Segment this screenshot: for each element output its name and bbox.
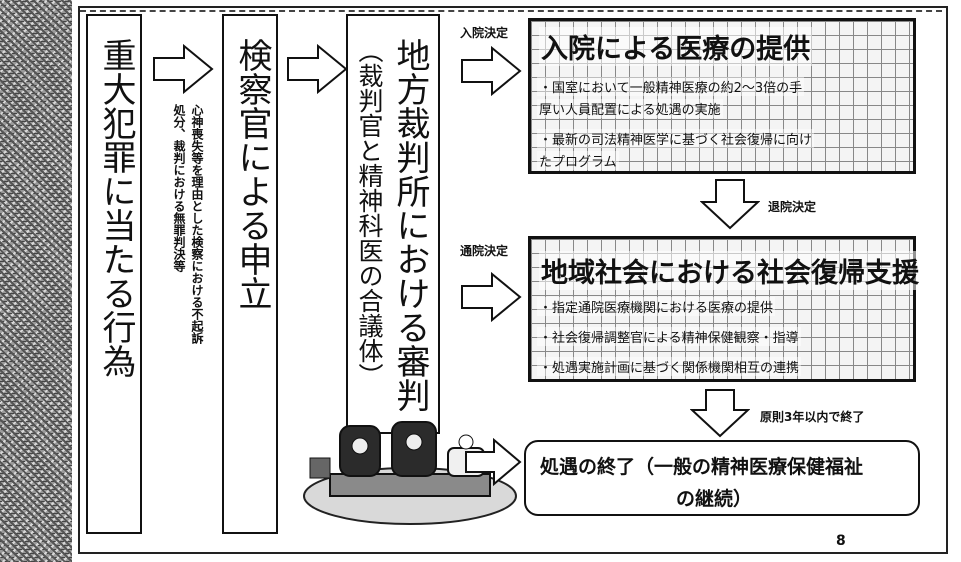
- final-line1: 処遇の終了（一般の精神医療保健福祉: [540, 456, 864, 478]
- inpatient-line4: たプログラム: [537, 151, 619, 170]
- inpatient-line3: ・最新の司法精神医学に基づく社会復帰に向け: [537, 129, 815, 148]
- arrow-right-icon: [153, 44, 214, 94]
- outpatient-line3: ・処遇実施計画に基づく関係機関相互の連携: [537, 357, 802, 376]
- final-line2: の継続）: [676, 488, 753, 510]
- inpatient-title: 入院による医療の提供: [539, 27, 813, 66]
- outpatient-line1: ・指定通院医療機関における医療の提供: [537, 297, 776, 316]
- step-court-title: 地方裁判所における審判: [390, 38, 430, 412]
- note-line2: 処分、裁判における無罪判決等: [172, 104, 186, 272]
- step-court-box: 地方裁判所における審判 （裁判官と精神科医の合議体）: [346, 14, 440, 434]
- texture-strip: [0, 0, 72, 562]
- arrow-down-icon: [690, 389, 750, 438]
- outpatient-box: 地域社会における社会復帰支援 ・指定通院医療機関における医療の提供 ・社会復帰調…: [528, 236, 921, 382]
- step-prosecutor-box: 検察官による申立: [222, 14, 278, 534]
- arrow-right-icon: [465, 438, 522, 486]
- outpatient-line2: ・社会復帰調整官による精神保健観察・指導: [537, 327, 801, 346]
- final-box: 処遇の終了（一般の精神医療保健福祉 の継続）: [524, 440, 920, 516]
- step-act-text: 重大犯罪に当たる行為: [96, 38, 136, 378]
- discharge-label: 退院決定: [768, 200, 817, 214]
- step-prosecutor-text: 検察官による申立: [232, 38, 272, 310]
- slide-frame: [78, 6, 948, 554]
- step-act-box: 重大犯罪に当たる行為: [86, 14, 142, 534]
- outpatient-title: 地域社会における社会復帰支援: [539, 251, 921, 290]
- end-label: 原則3年以内で終了: [760, 410, 865, 424]
- inpatient-decision-label: 入院決定: [460, 26, 509, 40]
- arrow-right-icon: [461, 46, 522, 96]
- page-number: 8: [836, 533, 846, 549]
- arrow-down-icon: [700, 179, 760, 230]
- inpatient-line1: ・国室において一般精神医療の約2～3倍の手: [537, 77, 805, 96]
- inpatient-line2: 厚い人員配置による処遇の実施: [537, 99, 723, 118]
- top-dashed-line: [80, 10, 942, 12]
- outpatient-decision-label: 通院決定: [460, 244, 509, 258]
- courtroom-illustration: [303, 421, 517, 525]
- arrow-right-icon: [287, 44, 348, 94]
- note-line1: 心神喪失等を理由とした検察における不起訴: [190, 104, 204, 344]
- step-court-sub: （裁判官と精神科医の合議体）: [355, 38, 384, 388]
- arrow-right-icon: [461, 272, 522, 322]
- inpatient-box: 入院による医療の提供 ・国室において一般精神医療の約2～3倍の手 厚い人員配置に…: [528, 18, 916, 174]
